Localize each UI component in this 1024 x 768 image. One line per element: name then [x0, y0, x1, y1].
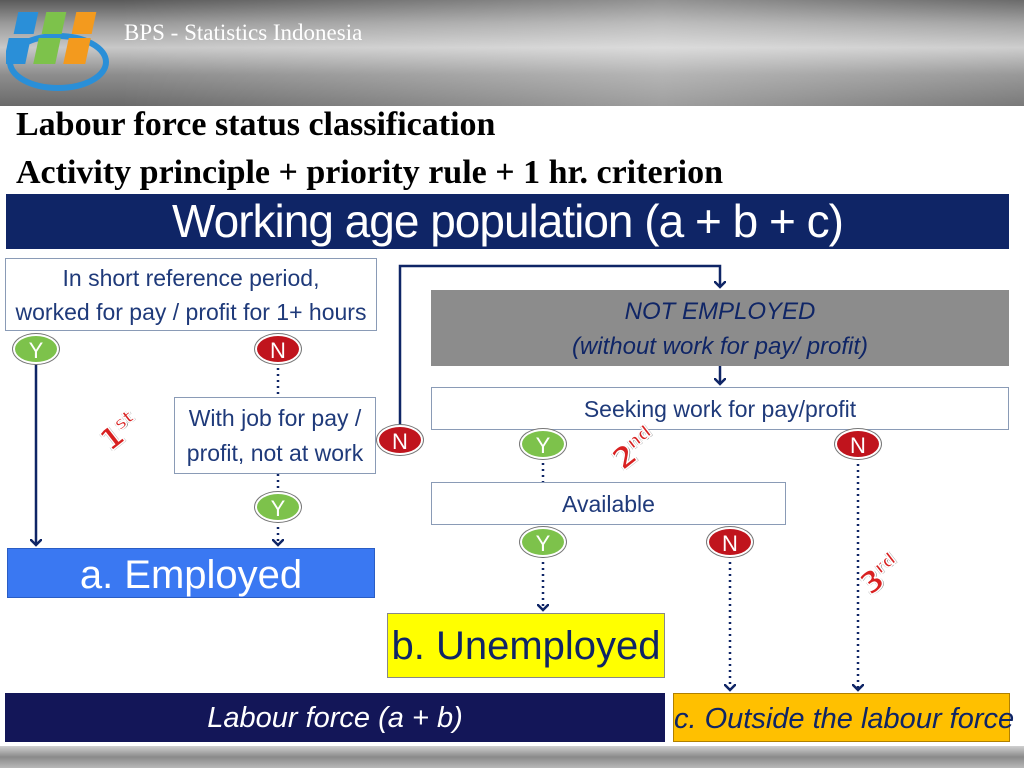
available-no-badge: N: [707, 527, 753, 557]
job-question-line1: With job for pay /: [188, 405, 362, 431]
bps-logo-icon: [6, 12, 109, 91]
worked-no-badge: N: [255, 334, 301, 364]
job-question-line2: profit, not at work: [186, 440, 364, 466]
not-employed-line2: (without work for pay/ profit): [571, 333, 869, 360]
unemployed-box: b. Unemployed: [387, 613, 665, 678]
outside-labour-force-box: c. Outside the labour force: [673, 693, 1014, 742]
job-question-box: With job for pay / profit, not at work: [174, 397, 376, 474]
worked-question-box: In short reference period, worked for pa…: [5, 258, 377, 331]
available-box: Available: [431, 482, 786, 525]
seeking-yes-badge: Y: [520, 429, 566, 459]
worked-question-line1: In short reference period,: [62, 265, 320, 291]
working-age-banner: Working age population (a + b + c): [6, 194, 1009, 249]
header-shine: [120, 0, 1024, 106]
header-bar: BPS - Statistics Indonesia: [0, 0, 1024, 106]
not-employed-line1: NOT EMPLOYED: [624, 298, 816, 325]
not-employed-box: NOT EMPLOYED (without work for pay/ prof…: [431, 290, 1009, 366]
available-yes-badge: Y: [520, 527, 566, 557]
slide-subtitle: Activity principle + priority rule + 1 h…: [16, 154, 723, 191]
seeking-no-badge: N: [835, 429, 881, 459]
slide-title: Labour force status classification: [16, 106, 496, 143]
labour-force-bar: Labour force (a + b): [5, 693, 665, 742]
worked-yes-badge: Y: [13, 334, 59, 364]
connector-job-no: [398, 264, 720, 425]
seeking-work-box: Seeking work for pay/profit: [431, 387, 1009, 430]
footer-bar: [0, 746, 1024, 768]
job-no-badge: N: [377, 425, 423, 455]
employed-box: a. Employed: [7, 548, 375, 598]
job-yes-badge: Y: [255, 492, 301, 522]
organization-name: BPS - Statistics Indonesia: [124, 20, 363, 45]
worked-question-line2: worked for pay / profit for 1+ hours: [15, 299, 367, 325]
